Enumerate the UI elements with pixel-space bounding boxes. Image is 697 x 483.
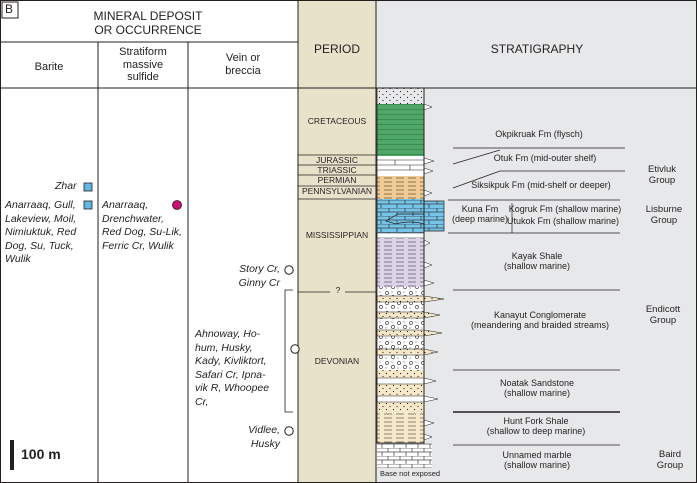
layer-top-sand bbox=[377, 88, 424, 104]
group-lisburne: Lisburne Group bbox=[645, 204, 683, 226]
stratigraphy-panel bbox=[376, 0, 697, 483]
period-boundaries bbox=[298, 154, 376, 293]
deposit-story-ginny: Story Cr, Ginny Cr bbox=[238, 263, 280, 289]
formation-kogruk: Kogruk Fm (shallow marine) bbox=[508, 204, 622, 214]
vein-marker-ahnoway bbox=[290, 344, 300, 354]
group-etivluk: Etivluk Group bbox=[648, 164, 676, 186]
group-endicott: Endicott Group bbox=[645, 304, 681, 326]
period-devonian: DEVONIAN bbox=[314, 356, 360, 366]
scale-bar bbox=[10, 440, 14, 470]
period-jurassic: JURASSIC bbox=[315, 155, 359, 165]
barite-marker-zhar bbox=[83, 182, 93, 192]
deposit-barite-list: Anarraaq, Gull, Lakeview, Moil, Nimiuktu… bbox=[5, 199, 77, 265]
period-pennsylvanian: PENNSYLVANIAN bbox=[301, 186, 373, 196]
formation-okpikruak: Okpikruak Fm (flysch) bbox=[495, 129, 583, 139]
devonian-bracket bbox=[284, 289, 293, 413]
deposit-panel bbox=[0, 0, 298, 483]
deposit-ahnoway-list: Ahnoway, Ho- hum, Husky, Kady, Kivliktor… bbox=[195, 328, 270, 408]
group-baird: Baird Group bbox=[656, 449, 684, 471]
stratigraphy-header: STRATIGRAPHY bbox=[490, 42, 584, 56]
formation-utukok: Utukok Fm (shallow marine) bbox=[506, 216, 620, 226]
vein-marker-vidlee bbox=[284, 426, 294, 436]
formation-boundaries bbox=[448, 147, 625, 446]
panel-label-box bbox=[1, 1, 19, 19]
formation-huntfork: Hunt Fork Shale (shallow to deep marine) bbox=[486, 416, 586, 437]
formation-siksikpuk: Siksikpuk Fm (mid-shelf or deeper) bbox=[471, 180, 611, 190]
formation-kuna: Kuna Fm (deep marine) bbox=[451, 204, 509, 225]
layer-otuk bbox=[377, 156, 424, 176]
vein-header: Vein or breccia bbox=[225, 52, 261, 77]
deposit-header: MINERAL DEPOSIT OR OCCURRENCE bbox=[93, 9, 203, 37]
layer-okpikruak bbox=[377, 104, 424, 156]
period-cretaceous: CRETACEOUS bbox=[307, 116, 367, 126]
deposit-zhar: Zhar bbox=[55, 180, 77, 192]
period-permian: PERMIAN bbox=[317, 175, 357, 185]
deposit-vidlee-husky: Vidlee, Husky bbox=[248, 424, 280, 450]
formation-kayak: Kayak Shale (shallow marine) bbox=[503, 251, 571, 272]
formation-kanayut: Kanayut Conglomerate (meandering and bra… bbox=[470, 310, 610, 331]
period-mississippian: MISSISSIPPIAN bbox=[305, 230, 369, 240]
vein-marker-story bbox=[284, 265, 294, 275]
barite-header: Barite bbox=[34, 61, 64, 73]
period-triassic: TRIASSIC bbox=[317, 165, 357, 175]
base-not-exposed-note: Base not exposed bbox=[380, 469, 441, 478]
sms-marker bbox=[172, 200, 182, 210]
layer-noatak bbox=[377, 370, 424, 412]
lithologic-column bbox=[376, 87, 445, 468]
period-uncertain: ? bbox=[335, 285, 341, 295]
panel-label: B bbox=[5, 2, 14, 16]
period-header: PERIOD bbox=[313, 42, 361, 56]
sms-header: Stratiform massive sulfide bbox=[119, 46, 167, 84]
formation-noatak: Noatak Sandstone (shallow marine) bbox=[499, 378, 575, 399]
formation-otuk: Otuk Fm (mid-outer shelf) bbox=[493, 153, 597, 163]
barite-marker-main bbox=[83, 200, 93, 210]
period-panel bbox=[298, 0, 376, 483]
layer-marble bbox=[377, 443, 432, 468]
scale-bar-label: 100 m bbox=[21, 446, 61, 462]
formation-marble: Unnamed marble (shallow marine) bbox=[502, 450, 572, 471]
deposit-sms-list: Anarraaq, Drenchwater, Red Dog, Su-Lik, … bbox=[102, 199, 182, 252]
